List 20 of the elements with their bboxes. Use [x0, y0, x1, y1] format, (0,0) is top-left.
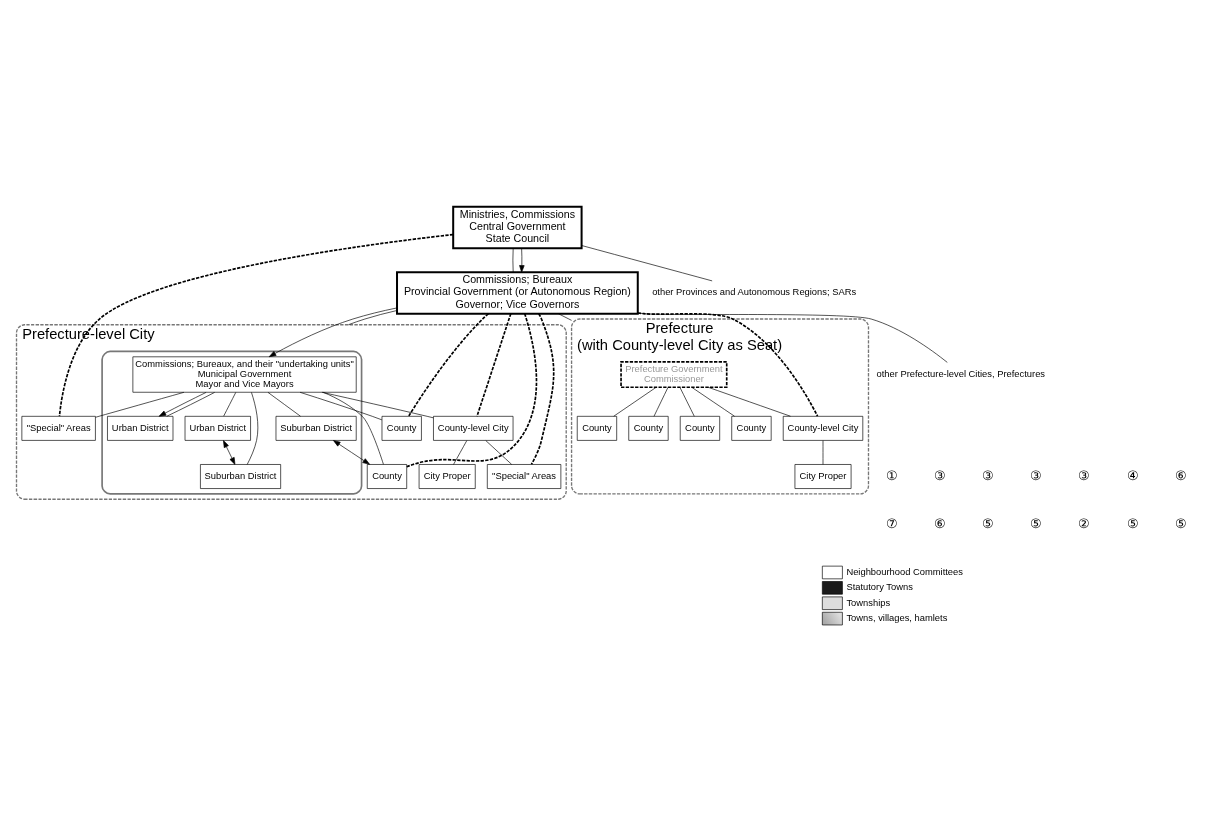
label: ③: [982, 467, 995, 483]
label: ⑦: [885, 516, 898, 532]
legend-label: Towns, villages, hamlets: [846, 613, 948, 624]
label: ③: [934, 467, 947, 483]
label: ③: [1030, 467, 1043, 483]
label: ④: [1126, 467, 1139, 483]
legend-label: Neighbourhood Committees: [846, 566, 963, 577]
legend-label: Statutory Towns: [846, 582, 913, 593]
label: ⑤: [1174, 516, 1187, 532]
node-text: other Provinces and Autonomous Regions; SARs: [652, 287, 857, 298]
node-text: other Prefecture-level Cities, Prefectures: [876, 369, 1046, 379]
label: ①: [885, 467, 898, 483]
label: ③: [1078, 467, 1091, 483]
label: ⑥: [1174, 467, 1187, 483]
label: ⑤: [982, 516, 995, 532]
label: ⑤: [1030, 516, 1043, 532]
label: ⑥: [934, 516, 947, 532]
label: ⑤: [1126, 516, 1139, 532]
label: ②: [1078, 516, 1091, 532]
legend-label: Townships: [846, 597, 891, 608]
